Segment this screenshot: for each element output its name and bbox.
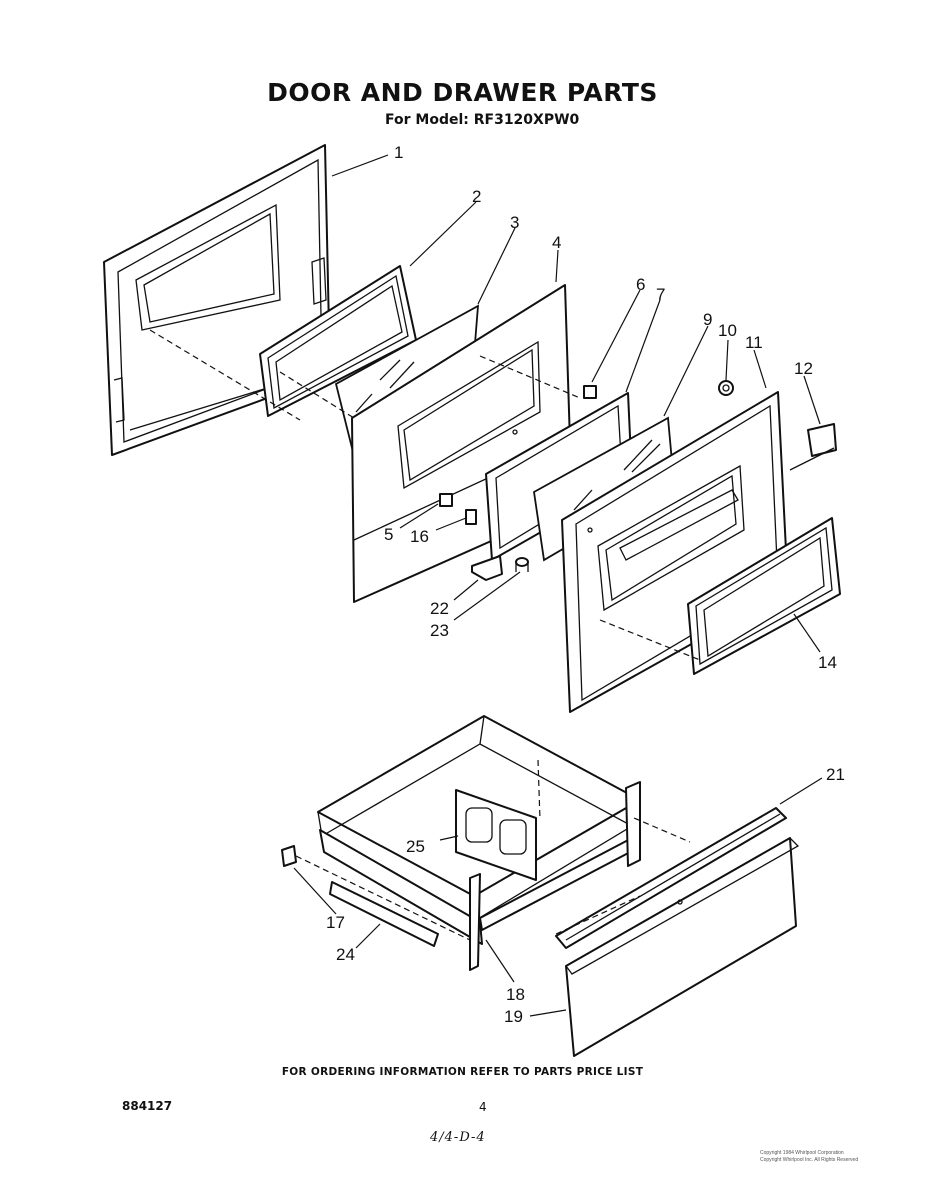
part-25-bracket [455,789,537,881]
part-14-window-gasket [687,517,841,675]
model-subtitle: For Model: RF3120XPW0 [385,112,580,128]
page-number: 4 [479,1100,487,1114]
callout-11: 11 [745,333,763,352]
copyright-line-2: Copyright Whirlpool Inc. All Rights Rese… [760,1157,859,1163]
part-10-screw [718,380,734,396]
callout-17: 17 [326,913,345,932]
callout-10: 10 [718,321,737,340]
callout-9: 9 [703,310,712,329]
handwritten-note: 4/4-D-4 [430,1130,486,1145]
callout-25: 25 [406,837,425,856]
callout-4: 4 [552,233,561,252]
callout-21: 21 [826,765,845,784]
callout-2: 2 [472,187,481,206]
callout-5: 5 [384,525,393,544]
callout-14: 14 [818,653,837,672]
part-5-clip [439,493,453,507]
callout-3: 3 [510,213,519,232]
part-17-clip [281,845,297,867]
callout-6: 6 [636,275,645,294]
copyright-line-1: Copyright 1984 Whirlpool Corporation [760,1150,844,1156]
callout-18: 18 [506,985,525,1004]
callout-1: 1 [394,143,403,162]
document-number: 884127 [122,1099,173,1113]
part-21-trim [555,807,787,949]
part-6-clip [583,385,597,399]
part-24-rail [329,881,439,947]
callout-numbers: 1 2 3 4 5 6 7 9 10 11 12 14 16 17 18 19 … [326,143,845,1026]
part-16-clip [465,509,477,525]
part-2-gasket [259,265,417,417]
part-23-bumper [515,557,529,572]
callout-24: 24 [336,945,355,964]
callout-12: 12 [794,359,813,378]
leader-lines [293,154,823,1017]
page-title: DOOR AND DRAWER PARTS [267,78,658,107]
callout-23: 23 [430,621,449,640]
part-12-hinge [789,423,837,471]
ordering-information-note: FOR ORDERING INFORMATION REFER TO PARTS … [281,1066,644,1078]
callout-7: 7 [656,285,665,304]
callout-16: 16 [410,527,429,546]
callout-22: 22 [430,599,449,618]
callout-19: 19 [504,1007,523,1026]
part-22-bracket [471,555,503,581]
part-1-outer-door [103,144,331,456]
part-19-drawer-front [565,837,800,1057]
